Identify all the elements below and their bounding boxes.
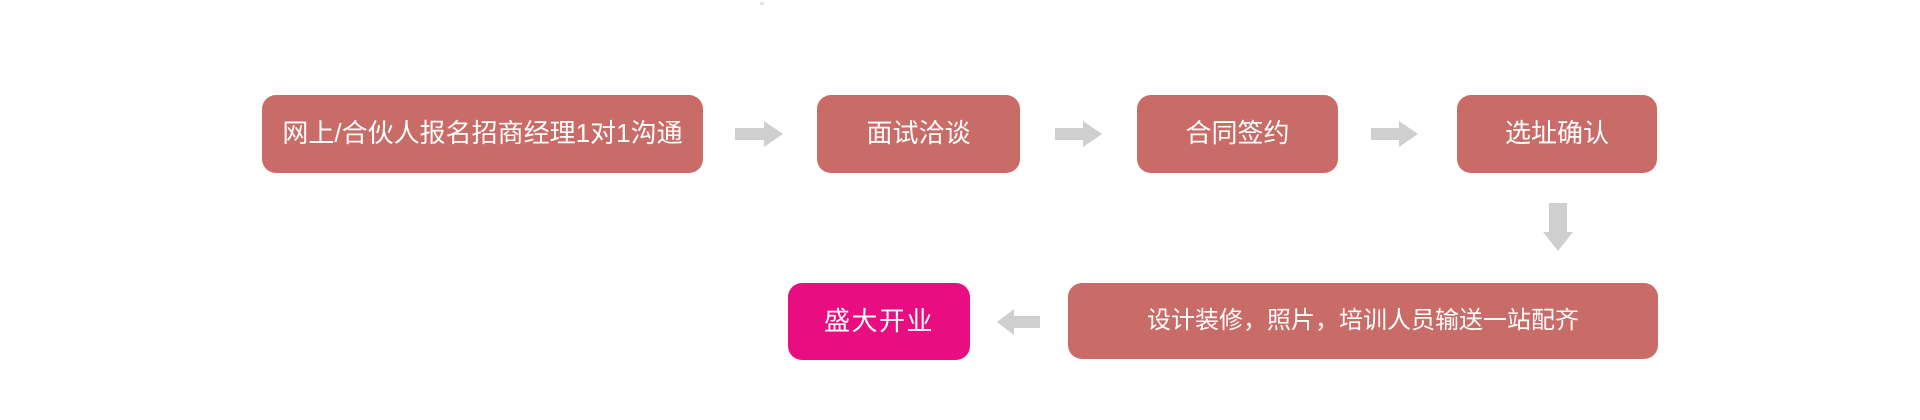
- arrow-right-icon: [1371, 121, 1418, 147]
- flow-step-signup-communication: 网上/合伙人报名招商经理1对1沟通: [262, 95, 703, 173]
- flow-step-site-confirmation: 选址确认: [1457, 95, 1657, 173]
- flow-step-label: 选址确认: [1504, 118, 1609, 149]
- flow-step-label: 网上/合伙人报名招商经理1对1沟通: [282, 118, 683, 149]
- flow-step-label: 面试洽谈: [866, 118, 971, 149]
- flow-step-label: 合同签约: [1185, 118, 1290, 149]
- arrow-left-icon: [997, 309, 1040, 335]
- flow-step-grand-opening: 盛大开业: [788, 283, 970, 360]
- flow-step-interview: 面试洽谈: [817, 95, 1020, 173]
- tiny-dot-artifact: [760, 2, 764, 5]
- arrow-right-icon: [1055, 121, 1102, 147]
- flow-step-label: 设计装修，照片，培训人员输送一站配齐: [1147, 306, 1579, 334]
- arrow-down-icon: [1543, 203, 1573, 251]
- flow-step-setup-onestop: 设计装修，照片，培训人员输送一站配齐: [1068, 283, 1658, 359]
- flow-step-label: 盛大开业: [823, 305, 934, 336]
- arrow-right-icon: [735, 121, 783, 147]
- flow-step-contract-signing: 合同签约: [1137, 95, 1338, 173]
